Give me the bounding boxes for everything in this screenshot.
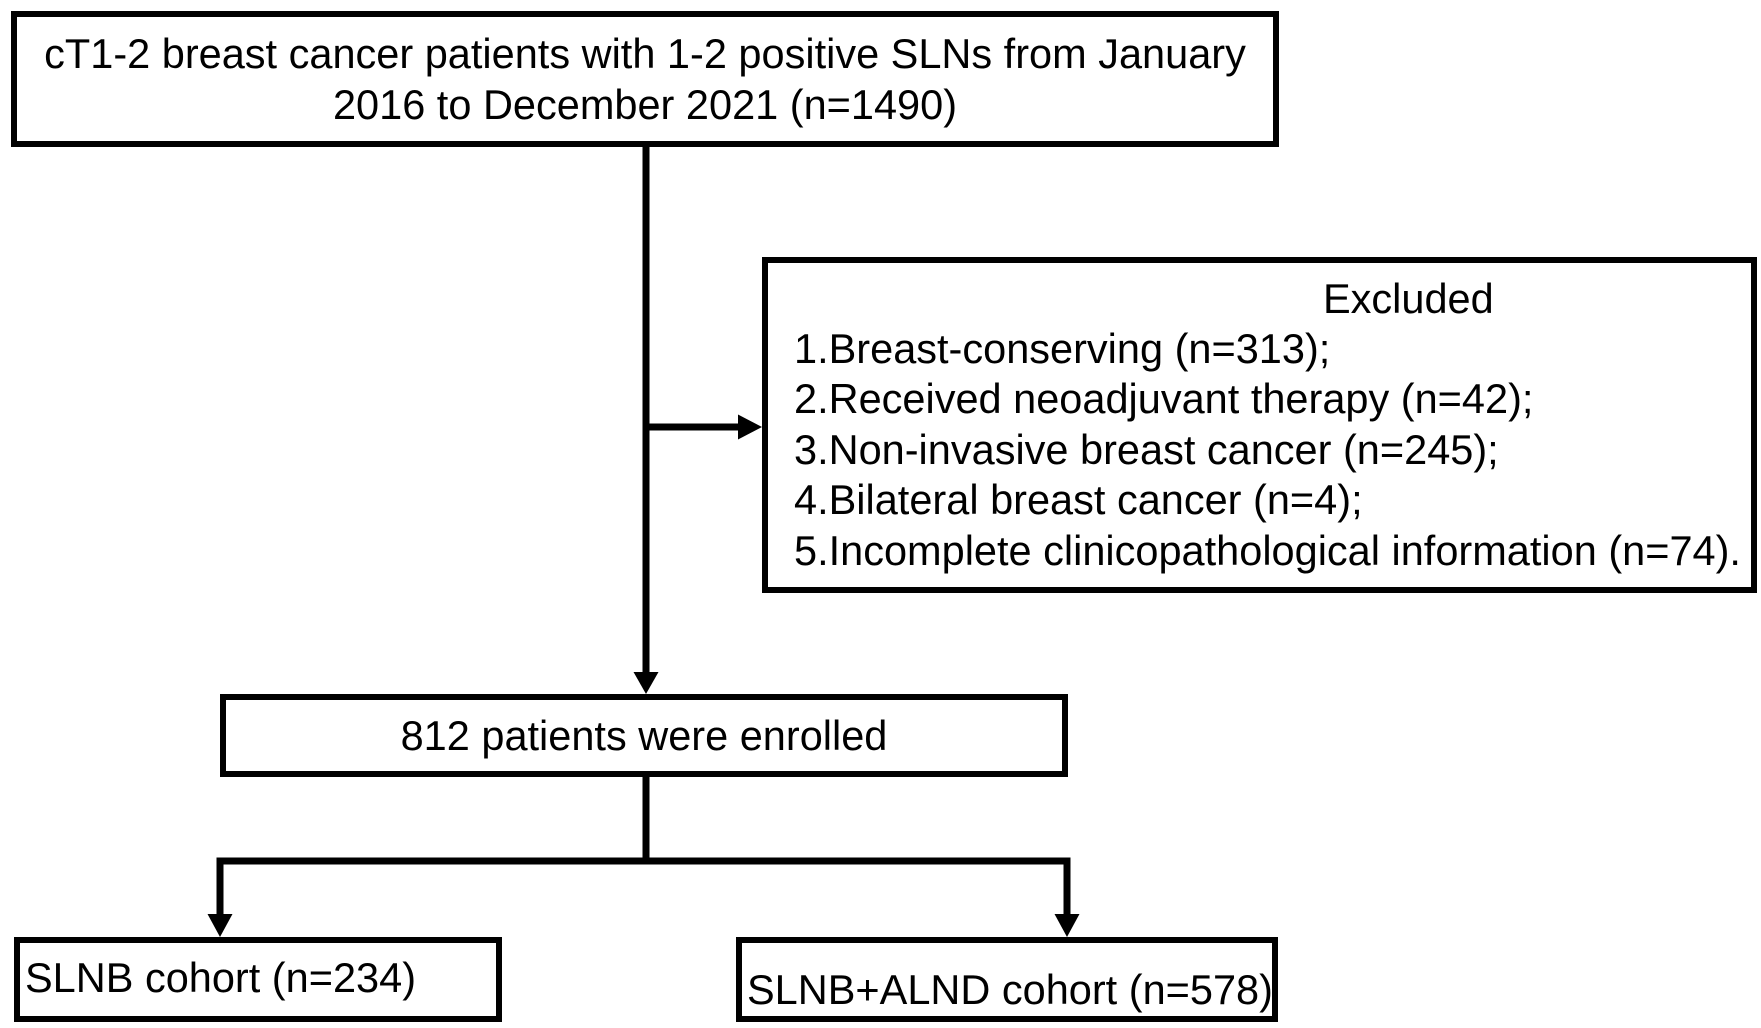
slnb-cohort-label: SLNB cohort (n=234): [25, 954, 417, 1001]
enrolled-box: 812 patients were enrolled: [220, 694, 1068, 777]
arrowhead-to-slnb-cohort: [207, 914, 233, 937]
source-box-line-1: cT1-2 breast cancer patients with 1-2 po…: [44, 30, 1246, 77]
source-population-box: cT1-2 breast cancer patients with 1-2 po…: [11, 11, 1279, 147]
arrowhead-to-enrolled: [633, 672, 659, 694]
slnb-cohort-box: SLNB cohort (n=234): [14, 937, 502, 1022]
excluded-item: 1.Breast-conserving (n=313);: [794, 325, 1331, 372]
slnb-alnd-cohort-label: SLNB+ALND cohort (n=578): [747, 966, 1273, 1013]
source-box-line-2: 2016 to December 2021 (n=1490): [332, 81, 958, 128]
enrolled-box-text: 812 patients were enrolled: [400, 711, 888, 759]
excluded-criteria-list: 1.Breast-conserving (n=313); 2.Received …: [794, 324, 1741, 576]
excluded-item: 4.Bilateral breast cancer (n=4);: [794, 476, 1363, 524]
excluded-title: Excluded: [1323, 275, 1494, 322]
slnb-alnd-cohort-box: SLNB+ALND cohort (n=578): [736, 937, 1278, 1022]
excluded-item: 5.Incomplete clinicopathological informa…: [794, 526, 1741, 574]
arrowhead-to-excluded: [738, 414, 762, 440]
excluded-box: Excluded 1.Breast-conserving (n=313); 2.…: [762, 257, 1757, 593]
excluded-item: 3.Non-invasive breast cancer (n=245);: [794, 425, 1499, 473]
arrowhead-to-slnb-alnd-cohort: [1054, 914, 1080, 937]
excluded-item: 2.Received neoadjuvant therapy (n=42);: [794, 375, 1534, 423]
